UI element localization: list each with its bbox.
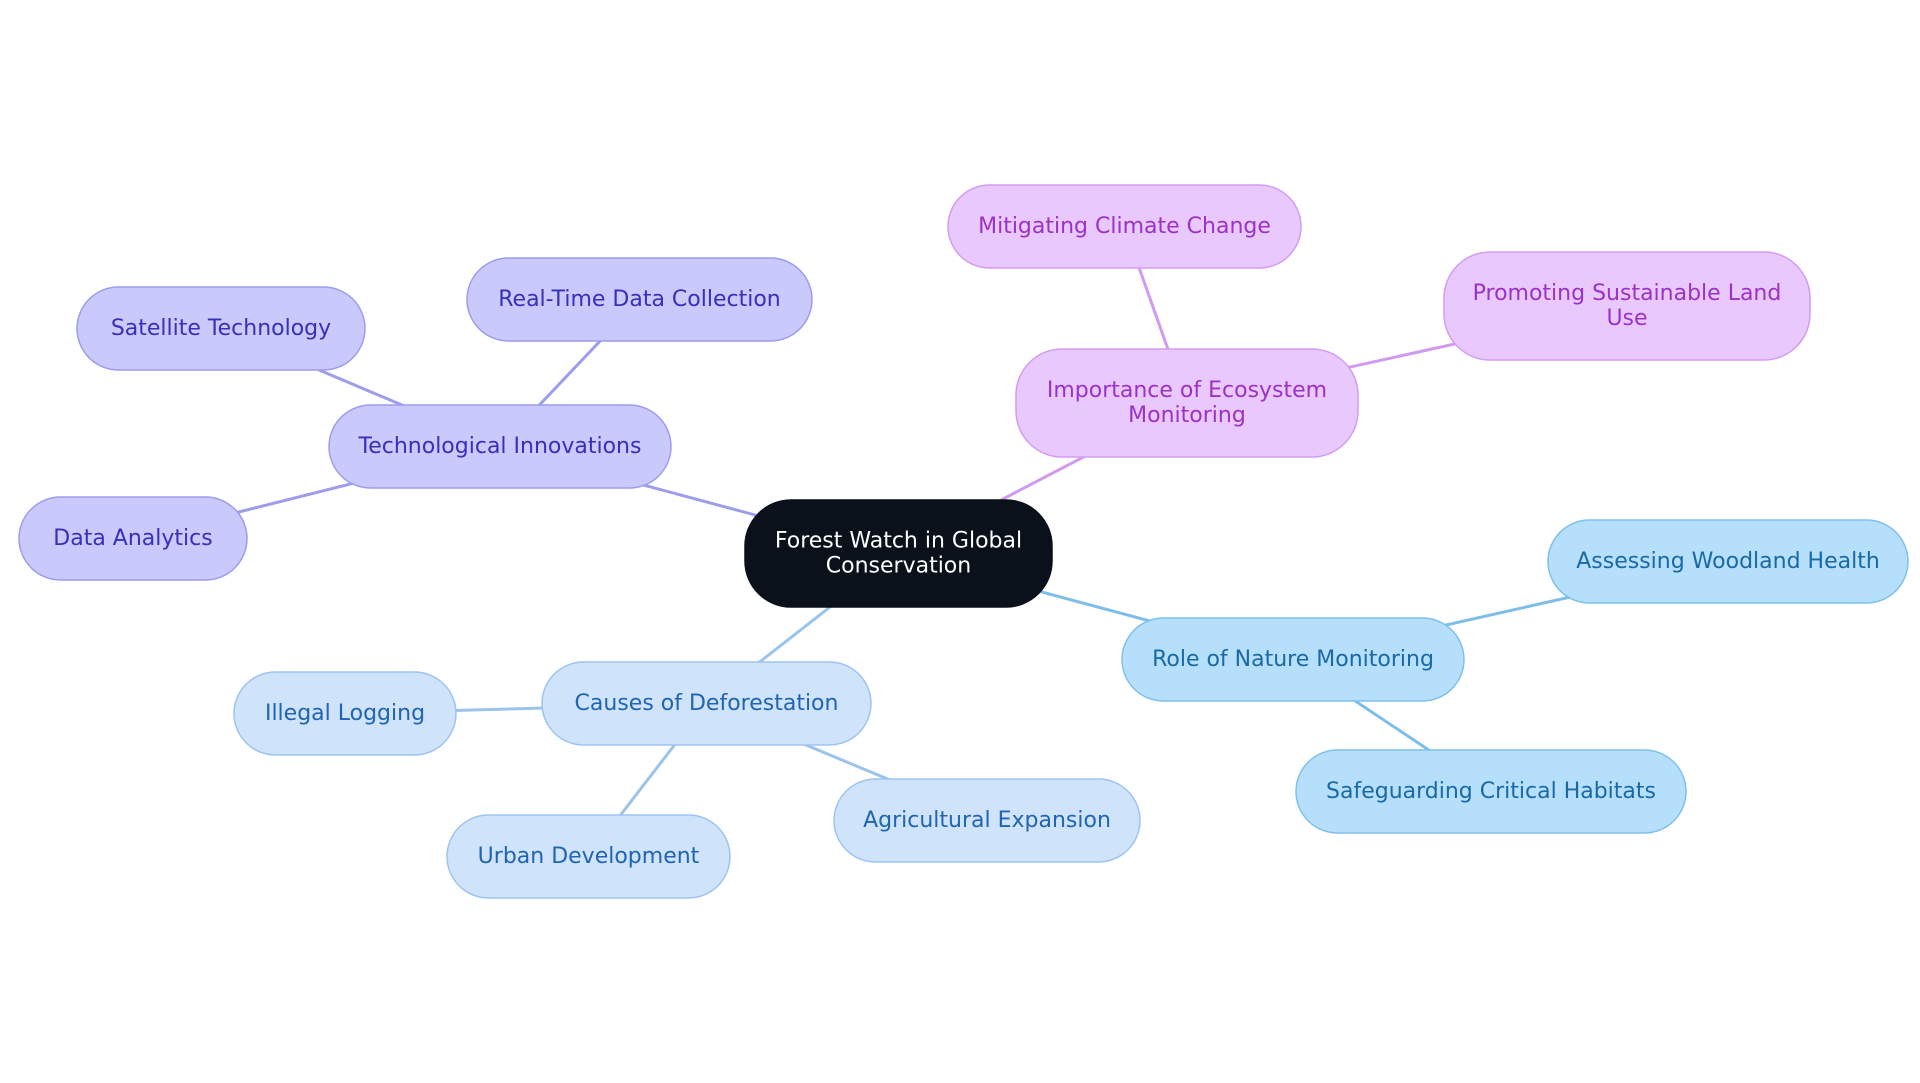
node-label-satellite: Satellite Technology (111, 316, 331, 341)
node-box-root (744, 499, 1053, 608)
node-label-root-line-1: Forest Watch in Global (775, 529, 1022, 554)
node-woodland[interactable]: Assessing Woodland Health (1547, 519, 1909, 604)
node-label-eco-line-2: Monitoring (1128, 403, 1246, 428)
node-label-nature: Role of Nature Monitoring (1152, 647, 1434, 672)
node-label-defor: Causes of Deforestation (575, 691, 839, 716)
node-nature[interactable]: Role of Nature Monitoring (1121, 617, 1465, 702)
node-label-realtime: Real-Time Data Collection (498, 287, 781, 312)
node-box-urban (446, 814, 731, 899)
node-box-analytics (18, 496, 248, 581)
node-label-woodland: Assessing Woodland Health (1576, 549, 1880, 574)
node-label-root-line-2: Conservation (826, 554, 971, 579)
node-habitats[interactable]: Safeguarding Critical Habitats (1295, 749, 1687, 834)
node-satellite[interactable]: Satellite Technology (76, 286, 366, 371)
node-urban[interactable]: Urban Development (446, 814, 731, 899)
node-box-tech (328, 404, 672, 489)
node-box-landuse (1443, 251, 1811, 361)
node-box-woodland (1547, 519, 1909, 604)
node-label-analytics: Data Analytics (53, 526, 212, 551)
node-box-habitats (1295, 749, 1687, 834)
node-box-climate (947, 184, 1302, 269)
node-box-defor (541, 661, 872, 746)
node-label-habitats: Safeguarding Critical Habitats (1326, 779, 1656, 804)
node-tech[interactable]: Technological Innovations (328, 404, 672, 489)
node-climate[interactable]: Mitigating Climate Change (947, 184, 1302, 269)
node-label-climate: Mitigating Climate Change (978, 214, 1271, 239)
node-logging[interactable]: Illegal Logging (233, 671, 457, 756)
node-analytics[interactable]: Data Analytics (18, 496, 248, 581)
node-box-eco (1015, 348, 1359, 458)
node-box-logging (233, 671, 457, 756)
node-label-agri: Agricultural Expansion (863, 808, 1111, 833)
node-label-urban: Urban Development (478, 844, 700, 869)
node-label-tech: Technological Innovations (358, 434, 642, 459)
node-label-landuse-line-1: Promoting Sustainable Land (1473, 281, 1782, 306)
node-label-eco-line-1: Importance of Ecosystem (1047, 378, 1327, 403)
node-box-realtime (466, 257, 813, 342)
node-agri[interactable]: Agricultural Expansion (833, 778, 1141, 863)
node-defor[interactable]: Causes of Deforestation (541, 661, 872, 746)
node-label-landuse-line-2: Use (1606, 306, 1647, 331)
node-box-agri (833, 778, 1141, 863)
node-box-nature (1121, 617, 1465, 702)
node-realtime[interactable]: Real-Time Data Collection (466, 257, 813, 342)
node-label-logging: Illegal Logging (265, 701, 425, 726)
node-box-satellite (76, 286, 366, 371)
